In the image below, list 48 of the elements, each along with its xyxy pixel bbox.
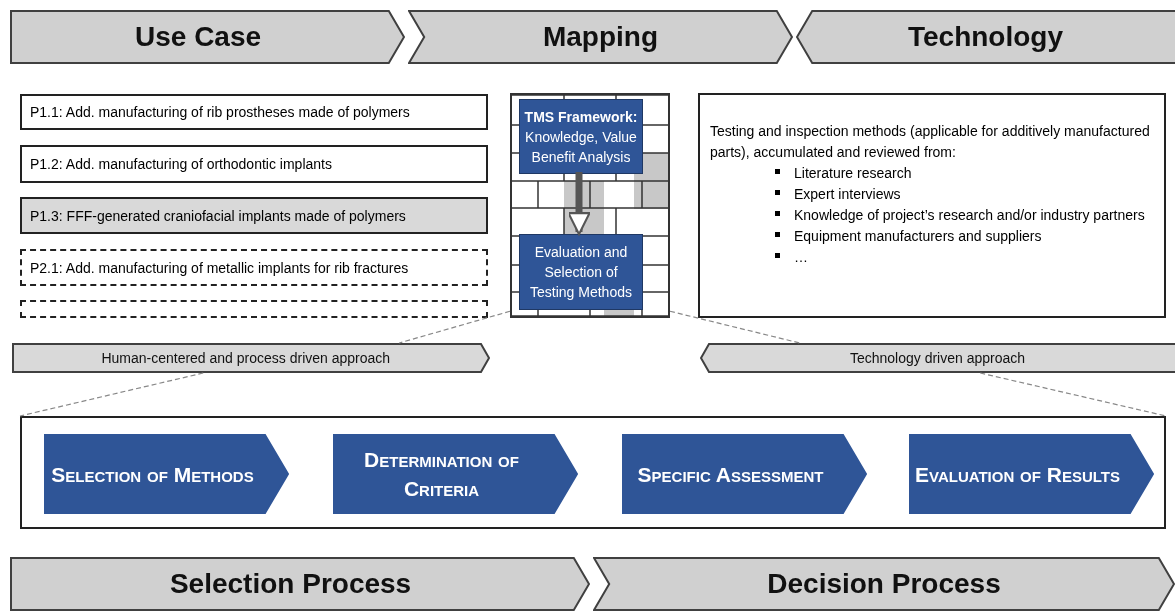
band-label: Decision Process: [767, 568, 1001, 600]
connector-line: [979, 372, 1167, 417]
process-step: [622, 434, 867, 514]
connector-line: [398, 310, 511, 344]
box-text: Evaluation and Selection of Testing Methods: [529, 243, 633, 302]
box-text: Knowledge, Value Benefit Analysis: [524, 127, 638, 167]
methods-box: [698, 93, 1166, 318]
band-label: Determination of Criteria: [363, 447, 520, 502]
use-case-box: [20, 249, 488, 286]
approach-arrow: [700, 343, 1175, 373]
box-heading: TMS Framework:: [524, 107, 638, 127]
framework-box: [519, 99, 643, 174]
arrow: [567, 172, 591, 236]
band-label: Technology: [907, 21, 1063, 53]
placeholder-box: [20, 300, 488, 318]
process-step: [333, 434, 578, 514]
use-case-box: [20, 145, 488, 183]
description-text: Testing and inspection methods (applicable for additively manufactured parts), accumulated and reviewed from:: [710, 122, 1151, 162]
phase-band: [593, 557, 1175, 611]
box-text: P2.1: Add. manufacturing of metallic implants for rib fractures: [30, 259, 409, 276]
band-label: Human-centered and process driven approach: [101, 350, 391, 366]
band-label: Selection Process: [169, 568, 412, 600]
header-band: [796, 10, 1175, 64]
process-step: [909, 434, 1154, 514]
band-label: Specific Assessment: [637, 461, 824, 488]
band-label: Evaluation of Results: [915, 461, 1120, 488]
list-item: …: [794, 248, 808, 267]
header-band: [408, 10, 793, 64]
list-item: Equipment manufacturers and suppliers: [794, 227, 1042, 246]
box-text: P1.2: Add. manufacturing of orthodontic implants: [30, 156, 332, 172]
list-item: Expert interviews: [794, 185, 901, 204]
list-item: Literature research: [794, 164, 912, 183]
band-label: Technology driven approach: [849, 350, 1026, 366]
connector-line: [669, 310, 801, 344]
list-item: Knowledge of project’s research and/or industry partners: [794, 206, 1145, 225]
use-case-box: [20, 197, 488, 234]
connector-line: [19, 372, 204, 417]
band-label: Mapping: [542, 21, 659, 53]
use-case-box: [20, 94, 488, 130]
band-label: Selection of Methods: [51, 461, 254, 488]
phase-band: [10, 557, 590, 611]
box-text: P1.3: FFF-generated craniofacial implants made of polymers: [30, 207, 406, 224]
box-text: P1.1: Add. manufacturing of rib prostheses made of polymers: [30, 104, 410, 120]
header-band: [10, 10, 405, 64]
process-frame: [20, 416, 1166, 529]
process-step: [44, 434, 289, 514]
evaluation-box: [519, 234, 643, 310]
band-label: Use Case: [135, 21, 262, 53]
